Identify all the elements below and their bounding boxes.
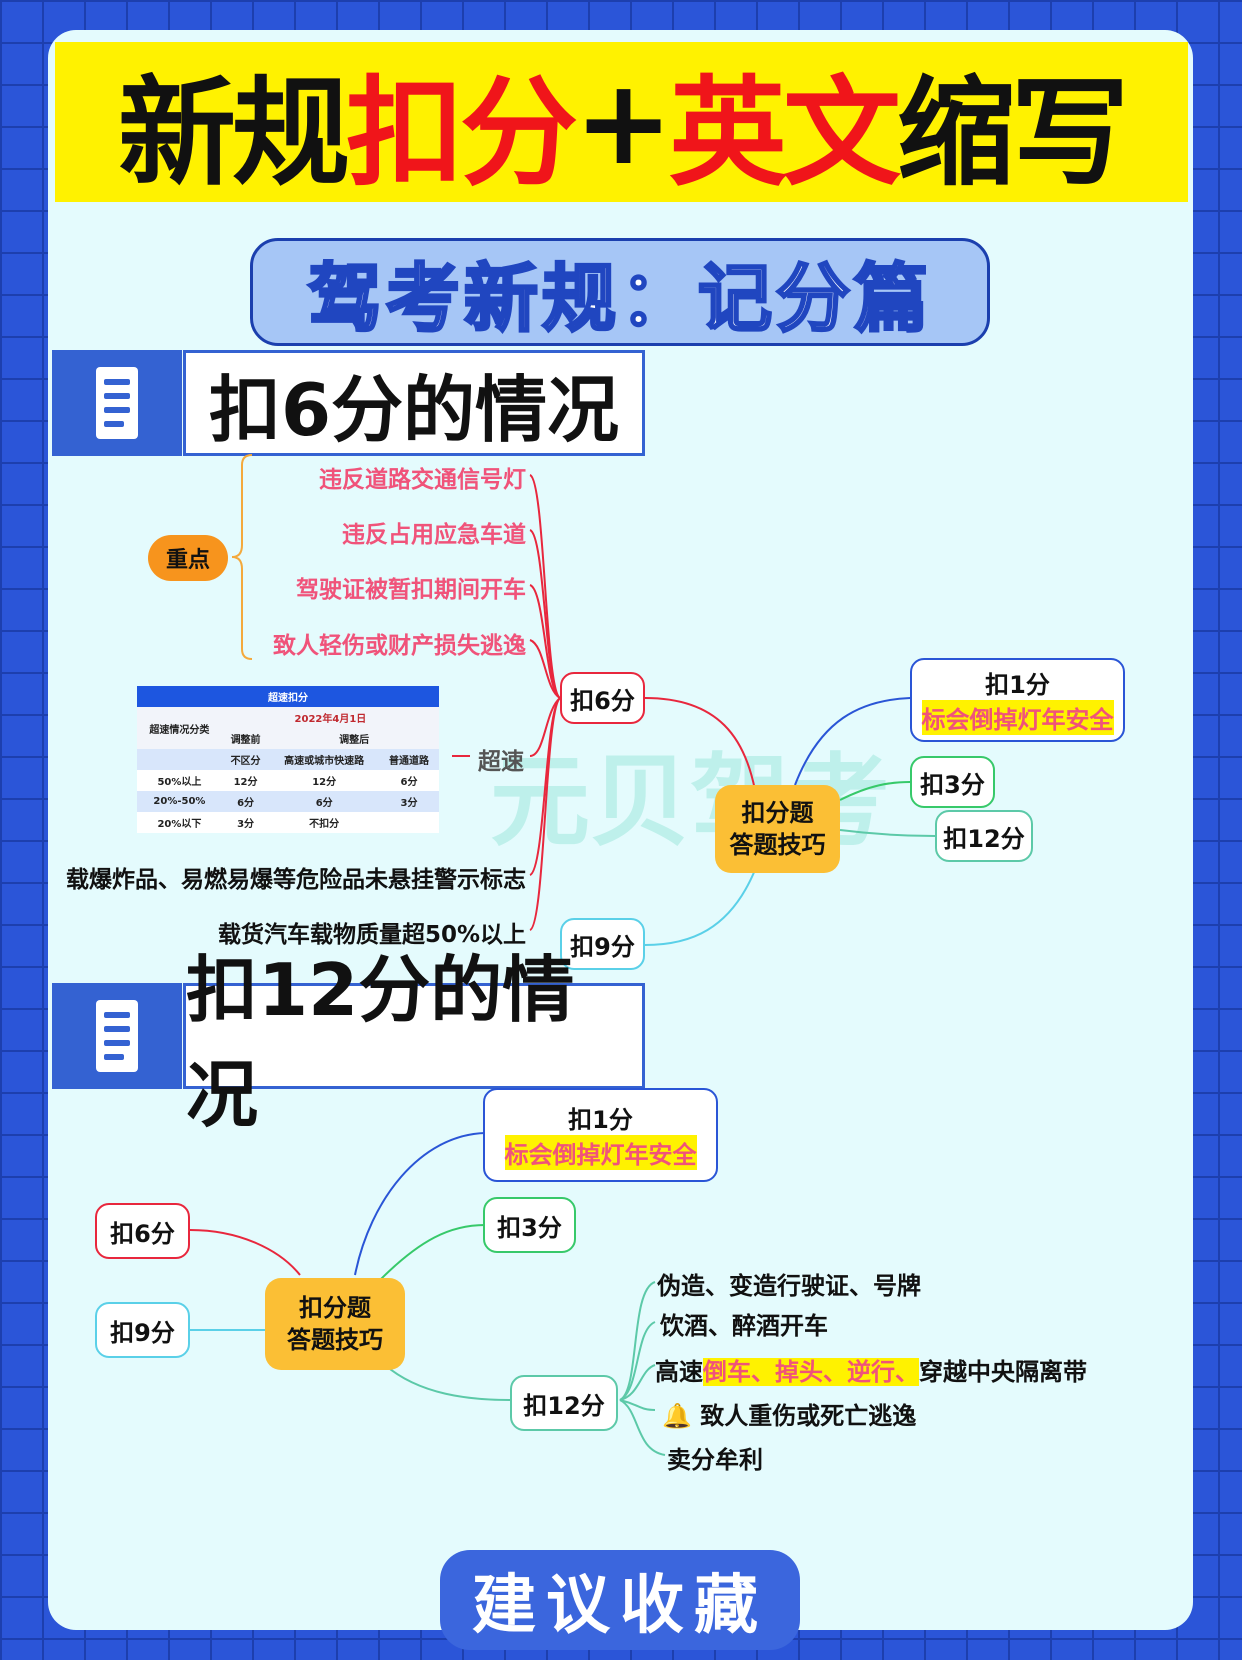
table-header: 调整前 [230, 735, 261, 746]
item-alert: 🔔 致人重伤或死亡逃逸 [662, 1402, 917, 1430]
item: 饮酒、醉酒开车 [660, 1312, 828, 1340]
table-header: 调整后 [339, 735, 370, 746]
key-item: 违反占用应急车道 [342, 522, 526, 548]
title-text-red: 英文 [668, 63, 901, 202]
node-deduct-3: 扣3分 [910, 756, 995, 808]
node-deduct-1: 扣1分标会倒掉灯年安全 [910, 658, 1125, 742]
table-header: 超速情况分类 [149, 724, 210, 736]
node-deduct-12: 扣12分 [510, 1375, 618, 1431]
table-title: 超速扣分 [268, 693, 308, 704]
table-header: 普通道路 [389, 756, 430, 767]
item: 伪造、变造行驶证、号牌 [657, 1272, 921, 1300]
center-node: 扣分题答题技巧 [715, 785, 840, 873]
item: 载爆炸品、易燃易爆等危险品未悬挂警示标志 [66, 867, 526, 893]
speeding-label: 超速 [478, 749, 524, 775]
bell-icon: 🔔 [662, 1402, 692, 1430]
table-date: 2022年4月1日 [294, 714, 367, 725]
key-item: 驾驶证被暂扣期间开车 [296, 577, 526, 603]
item: 载货汽车载物质量超50%以上 [217, 922, 526, 948]
node-deduct-9: 扣9分 [560, 918, 645, 970]
section-heading: 扣12分的情况 [183, 948, 645, 1137]
main-title: 新规扣分+英文缩写 [55, 42, 1188, 202]
table-header: 高速或城市快速路 [284, 756, 365, 767]
node-deduct-6: 扣6分 [560, 672, 645, 724]
node-deduct-12: 扣12分 [935, 810, 1033, 862]
item-highway: 高速倒车、掉头、逆行、穿越中央隔离带 [655, 1358, 1087, 1386]
node-deduct-1: 扣1分标会倒掉灯年安全 [483, 1088, 718, 1182]
item: 卖分牟利 [667, 1446, 763, 1474]
key-item: 违反道路交通信号灯 [319, 467, 526, 493]
title-text: 缩写 [896, 63, 1129, 202]
subtitle: 驾考新规：记分篇 [250, 238, 990, 346]
document-icon [52, 350, 182, 456]
speeding-table: 超速扣分 超速情况分类 2022年4月1日 调整前 调整后 不区分 高速或城市快速路 普… [137, 686, 439, 833]
node-deduct-9: 扣9分 [95, 1302, 190, 1358]
table-header: 不区分 [230, 756, 261, 767]
title-plus: + [574, 53, 673, 191]
key-points-badge: 重点 [148, 535, 228, 581]
section-heading: 扣6分的情况 [183, 350, 645, 456]
title-text-red: 扣分 [346, 63, 578, 202]
node-deduct-6: 扣6分 [95, 1203, 190, 1259]
key-item: 致人轻伤或财产损失逃逸 [273, 633, 526, 659]
footer-badge: 建议收藏 [440, 1550, 800, 1650]
node-deduct-3: 扣3分 [483, 1197, 576, 1253]
title-text: 新规 [118, 63, 350, 202]
center-node: 扣分题答题技巧 [265, 1278, 405, 1370]
document-icon [52, 983, 182, 1089]
